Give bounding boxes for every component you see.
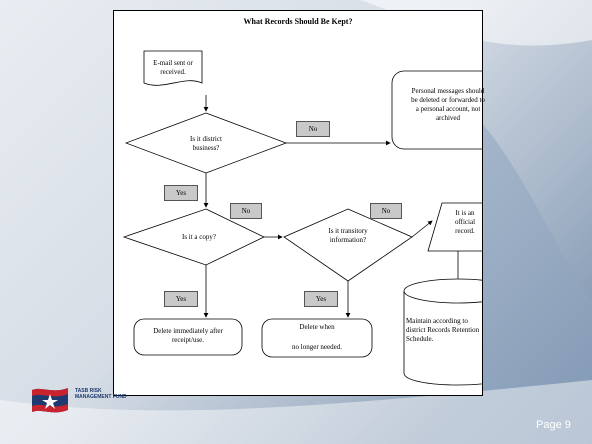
delete-immediately-box (133, 318, 243, 356)
delete-after-line2: receipt/use. (171, 336, 205, 344)
flowchart-lines (122, 50, 482, 386)
start-label-line1: E-mail sent or (153, 59, 193, 67)
label-no-copy: No (230, 203, 262, 219)
logo-line2: MANAGEMENT FUND (75, 394, 127, 400)
slide-title: What Records Should Be Kept? (243, 17, 353, 26)
decision-business-line2: business? (192, 144, 220, 152)
delete-when-box (261, 318, 373, 358)
start-label-line2: received. (160, 68, 186, 76)
label-yes-copy: Yes (164, 291, 198, 307)
label-no-business: No (296, 121, 330, 137)
decision-transitory-line2: information? (329, 236, 367, 244)
official-line3: record. (455, 227, 475, 235)
decision-transitory-line1: Is it transitory (328, 227, 368, 235)
star-icon (42, 394, 58, 409)
personal-line4: archived (435, 114, 461, 122)
label-yes-business: Yes (164, 185, 198, 201)
flowchart-card: What Records Should Be Kept? (113, 10, 485, 396)
official-line2: official (454, 218, 476, 226)
logo-text: TASB RISK MANAGEMENT FUND (75, 388, 127, 400)
maintain-line3: Schedule. (406, 335, 434, 343)
personal-line3: a personal account, not (415, 105, 481, 113)
maintain-line1: Maintain according to (406, 317, 468, 325)
maintain-cylinder (403, 291, 482, 386)
personal-line2: be deleted or forwarded to (411, 96, 485, 104)
label-no-transitory: No (370, 203, 402, 219)
decision-business-line1: Is it district (190, 135, 222, 143)
label-yes-transitory: Yes (304, 291, 338, 307)
decision-transitory-diamond (283, 208, 413, 282)
decision-copy-line1: Is it a copy? (181, 233, 216, 241)
page-number: Page 9 (536, 419, 571, 431)
delete-when-line2: no longer needed. (292, 343, 342, 351)
delete-when-line1: Delete when (299, 323, 335, 331)
tasb-logo (32, 388, 68, 413)
personal-line1: Personal messages should (411, 87, 485, 95)
start-document-shape (143, 50, 203, 86)
maintain-line2: district Records Retention (406, 326, 480, 334)
personal-messages-box (391, 70, 482, 150)
official-line1: It is an (455, 209, 475, 217)
delete-after-line1: Delete immediately after (153, 327, 223, 335)
official-record-parallelogram (427, 202, 482, 252)
logo-line1: TASB RISK (75, 388, 102, 394)
